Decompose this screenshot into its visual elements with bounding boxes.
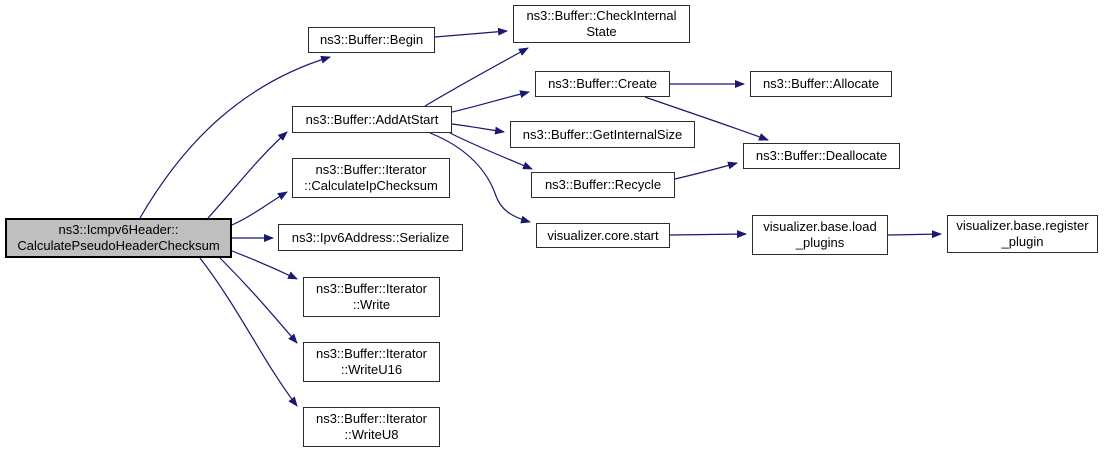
node-label: ns3::Icmpv6Header::: [58, 222, 179, 237]
node-load-plugins[interactable]: visualizer.base.load_plugins: [752, 215, 888, 255]
node-label: ::WriteU8: [344, 427, 399, 442]
edge-main-to-write-u8: [199, 257, 298, 407]
edge-main-to-write-u16: [219, 257, 298, 344]
node-register-plugin[interactable]: visualizer.base.register_plugin: [947, 215, 1098, 253]
node-label: ns3::Buffer::Iterator: [315, 162, 427, 177]
node-label: ns3::Buffer::Iterator: [315, 281, 428, 296]
node-label: ns3::Buffer::Iterator: [315, 411, 428, 426]
node-label: ns3::Buffer::CheckInternal: [526, 8, 677, 23]
edge-add-at-start-to-create: [451, 90, 530, 113]
node-label: ns3::Buffer::Iterator: [315, 346, 428, 361]
node-write-u8[interactable]: ns3::Buffer::Iterator::WriteU8: [303, 407, 440, 447]
edge-main-to-add-at-start: [207, 131, 288, 219]
edge-add-at-start-to-recycle: [449, 132, 533, 170]
node-label: ::WriteU16: [340, 362, 403, 377]
edge-main-to-write: [231, 250, 298, 280]
node-label: ::CalculateIpChecksum: [304, 178, 438, 193]
node-label: _plugins: [795, 235, 845, 250]
node-label: ::Write: [352, 297, 391, 312]
node-recycle[interactable]: ns3::Buffer::Recycle: [531, 172, 675, 198]
node-main: ns3::Icmpv6Header::CalculatePseudoHeader…: [5, 218, 232, 258]
node-serialize[interactable]: ns3::Ipv6Address::Serialize: [278, 224, 463, 251]
node-get-internal-size[interactable]: ns3::Buffer::GetInternalSize: [510, 121, 695, 148]
edge-main-to-begin: [139, 55, 331, 219]
node-label: visualizer.base.register: [956, 218, 1089, 233]
node-calculate-ip-checksum[interactable]: ns3::Buffer::Iterator::CalculateIpChecks…: [292, 158, 450, 198]
node-label: visualizer.core.start: [547, 227, 659, 243]
node-allocate[interactable]: ns3::Buffer::Allocate: [750, 71, 892, 97]
node-label: CalculatePseudoHeaderChecksum: [17, 238, 220, 253]
node-label: ns3::Buffer::AddAtStart: [305, 111, 439, 127]
node-label: ns3::Buffer::Begin: [319, 32, 424, 47]
edge-create-to-deallocate: [644, 96, 769, 141]
edge-core-start-to-load-plugins: [669, 230, 747, 239]
node-create[interactable]: ns3::Buffer::Create: [535, 71, 670, 97]
node-label: _plugin: [1001, 234, 1044, 249]
node-label: ns3::Buffer::Allocate: [762, 76, 880, 91]
node-label: ns3::Buffer::Deallocate: [755, 148, 888, 163]
edge-load-plugins-to-register-plugin: [887, 230, 942, 239]
node-begin[interactable]: ns3::Buffer::Begin: [308, 27, 435, 53]
node-core-start[interactable]: visualizer.core.start: [536, 223, 670, 248]
edge-recycle-to-deallocate: [674, 161, 738, 180]
node-write-u16[interactable]: ns3::Buffer::Iterator::WriteU16: [303, 342, 440, 382]
edge-begin-to-check-internal-state: [434, 27, 508, 38]
edge-add-at-start-to-get-internal-size: [451, 123, 505, 135]
node-label: visualizer.base.load: [763, 219, 877, 234]
edge-add-at-start-to-core-start: [429, 132, 531, 224]
node-label: ns3::Buffer::Recycle: [544, 177, 662, 192]
node-label: ns3::Buffer::GetInternalSize: [522, 126, 683, 142]
node-deallocate[interactable]: ns3::Buffer::Deallocate: [743, 143, 900, 169]
node-label: State: [586, 24, 617, 39]
node-write[interactable]: ns3::Buffer::Iterator::Write: [303, 277, 440, 317]
edge-add-at-start-to-check-internal-state: [424, 47, 529, 107]
node-label: ns3::Buffer::Create: [548, 76, 657, 91]
node-add-at-start[interactable]: ns3::Buffer::AddAtStart: [292, 106, 452, 133]
node-label: ns3::Ipv6Address::Serialize: [291, 229, 450, 245]
edge-main-to-calculate-ip-checksum: [231, 191, 288, 226]
